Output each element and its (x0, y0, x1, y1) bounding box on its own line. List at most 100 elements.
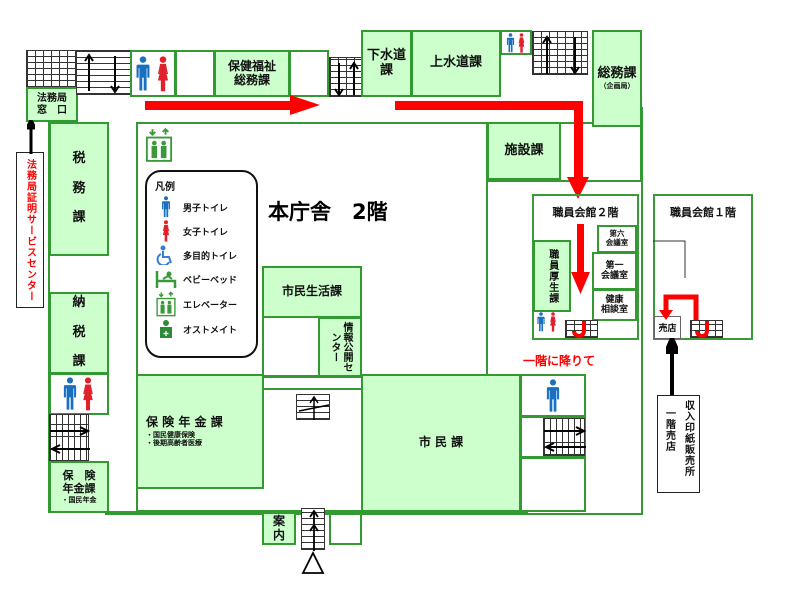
left-right-arrows-icon (50, 426, 90, 454)
legend-item-elevator: エレベーター (155, 291, 248, 317)
toilet-northeast (500, 30, 532, 55)
stairs-entrance[interactable] (301, 508, 325, 551)
room-meeting-6-label: 第六 会議室 (605, 229, 629, 247)
ostomate-icon (160, 320, 172, 338)
room-staff-welfare-label: 職員厚生課 (546, 248, 558, 304)
title: 本庁舎 2階 (268, 196, 388, 226)
room-meeting-1-label: 第一 会議室 (600, 260, 628, 281)
route-arrow-4 (659, 294, 699, 320)
stamp-sales-label-a: 収入印紙販売所 (682, 400, 694, 477)
room-tax-label: 税 務 課 (72, 150, 86, 226)
route-arrow-3 (577, 224, 584, 274)
legal-service-center-label: 法務局証明サービスセンター (24, 158, 36, 302)
female-toilet-icon (155, 220, 177, 242)
legend-label: オストメイト (183, 325, 238, 336)
legend: 凡例 男子トイレ 女子トイレ 多目的トイレ ベビーベッド エレベーター オストメ… (145, 170, 258, 358)
staff-hall-2f-title: 職員会館２階 (552, 206, 619, 219)
elevator-icon[interactable] (145, 127, 173, 163)
up-arrow-icon (666, 338, 678, 398)
legend-item-accessible: 多目的トイレ (155, 243, 248, 267)
toilet-west (49, 373, 109, 415)
room-blank-east (520, 457, 586, 512)
room-tax-payment-label: 納 税 課 (72, 294, 86, 370)
room-tax: 税 務 課 (49, 122, 109, 256)
stairs-staff-hall-1f[interactable] (690, 320, 723, 338)
room-legal-window-label: 法務局 窓 口 (37, 93, 67, 116)
room-insurance-small: 保 険 年金課 ・国民年金 (49, 461, 109, 513)
room-reception-label: 案 内 (272, 513, 285, 542)
stamp-sales-sign: 一階売店 収入印紙販売所 (657, 395, 700, 493)
room-civic-life-label: 市民生活課 (281, 284, 342, 299)
up-down-arrows-icon (84, 53, 120, 94)
room-general-affairs-label: 総務課 (597, 66, 637, 81)
route-arrowhead-3 (571, 272, 590, 294)
room-blank-north (175, 50, 215, 97)
female-toilet-icon (516, 33, 527, 53)
staff-hall-1f: 職員会館１階 (653, 194, 753, 340)
legend-title: 凡例 (155, 182, 175, 193)
stairs-staff-hall-2f[interactable] (565, 320, 598, 338)
staff-hall-1f-title: 職員会館１階 (670, 206, 736, 219)
room-info-center: 情報公開センター (318, 317, 362, 377)
legend-label: 男子トイレ (183, 203, 229, 214)
room-reception: 案 内 (262, 512, 296, 545)
room-welfare-general: 保健福祉 総務課 (214, 50, 290, 97)
legend-item-baby-bed: ベビーベッド (155, 267, 248, 291)
room-insurance-pension-item: ・後期高齢者医療 (146, 439, 202, 448)
room-facilities: 施設課 (487, 122, 561, 180)
room-legal-window: 法務局 窓 口 (26, 87, 78, 122)
legend-label: ベビーベッド (183, 275, 238, 286)
legend-label: エレベーター (183, 300, 238, 311)
room-health-consult: 健康 相談室 (592, 289, 637, 321)
room-health-consult-label: 健康 相談室 (600, 294, 628, 315)
toilet-north (130, 50, 176, 97)
stairs-west[interactable] (49, 414, 90, 462)
route-arrowhead-2 (567, 177, 589, 199)
room-insurance-pension-item: ・国民健康保険 (146, 431, 195, 440)
stairs-center[interactable] (296, 394, 330, 420)
room-meeting-6: 第六 会議室 (597, 225, 637, 253)
room-citizens: 市 民 課 (361, 374, 521, 512)
stairs-north-1[interactable] (76, 50, 131, 95)
down-turn-arrow-icon (572, 321, 586, 338)
room-shop-label: 売店 (658, 324, 677, 334)
up-arrow-icon (298, 395, 330, 420)
stairs-east[interactable] (543, 418, 586, 456)
stamp-sales-label-b: 一階売店 (663, 408, 675, 452)
entrance-right-wall (329, 512, 362, 545)
stairs-north-2[interactable] (329, 57, 362, 97)
room-insurance-small-item: ・国民年金 (61, 495, 97, 504)
down-turn-arrow-icon (695, 321, 709, 338)
main-building-outline (105, 107, 643, 515)
room-tax-payment: 納 税 課 (49, 292, 109, 374)
female-toilet-icon (153, 56, 173, 92)
route-arrow-2 (395, 101, 583, 110)
room-sewerage: 下水道 課 (361, 30, 412, 97)
stairs-northeast[interactable] (532, 31, 588, 75)
entrance-triangle-icon (301, 551, 325, 574)
room-insurance-pension-label: 保 険 年 金 課 (146, 414, 223, 429)
room-insurance-small-label: 保 険 年金課 (62, 469, 96, 495)
male-toilet-icon (543, 379, 563, 413)
room-waterworks-label: 上水道課 (429, 55, 482, 71)
room-citizens-label: 市 民 課 (418, 435, 464, 450)
room-general-affairs-sub: （企画局） (599, 81, 635, 90)
stairs-northwest[interactable] (26, 50, 78, 88)
male-toilet-icon (155, 196, 177, 218)
left-right-arrows-icon (544, 426, 586, 452)
room-staff-welfare: 職員厚生課 (533, 240, 571, 312)
room-sewerage-label: 下水道 課 (366, 47, 406, 78)
inner-wall-line (653, 240, 686, 278)
up-arrow-icon (309, 509, 319, 551)
legend-label: 多目的トイレ (183, 251, 238, 262)
up-down-arrows-icon (542, 35, 580, 75)
route-arrowhead-1 (290, 95, 320, 115)
up-down-arrows-icon (334, 61, 359, 97)
room-info-center-label: 情報公開センター (329, 322, 352, 372)
legend-item-female: 女子トイレ (155, 219, 248, 243)
room-general-affairs: 総務課 （企画局） (592, 30, 642, 127)
female-toilet-icon (79, 377, 97, 411)
toilet-east (520, 374, 586, 417)
legend-item-male: 男子トイレ (155, 195, 248, 219)
room-welfare-general-label: 保健福祉 総務課 (227, 58, 276, 87)
